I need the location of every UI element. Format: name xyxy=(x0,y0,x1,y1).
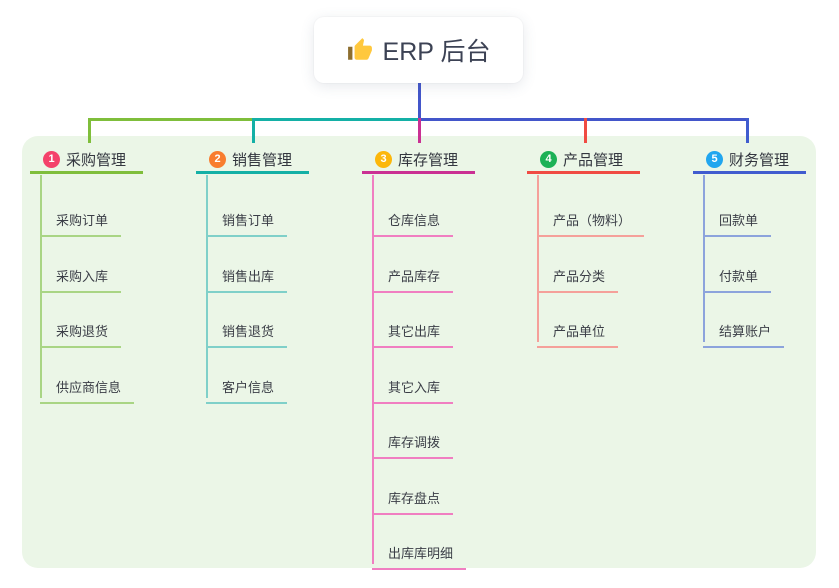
branch-trunk-line xyxy=(40,175,42,398)
child-node-label: 销售出库 xyxy=(222,268,275,284)
connector-line xyxy=(417,118,421,143)
connector-line xyxy=(87,118,91,143)
child-node[interactable]: 库存盘点 xyxy=(372,477,454,515)
child-node[interactable]: 仓库信息 xyxy=(372,199,454,237)
child-node-label: 产品分类 xyxy=(553,268,606,284)
child-node[interactable]: 其它出库 xyxy=(372,310,454,348)
child-node[interactable]: 销售订单 xyxy=(206,199,288,237)
branch-node-5[interactable]: 5 财务管理 xyxy=(693,147,806,174)
child-node[interactable]: 付款单 xyxy=(703,255,772,293)
child-node-label: 销售退货 xyxy=(222,324,275,339)
branch-node-3[interactable]: 3 库存管理 xyxy=(362,147,475,174)
child-node-label: 产品库存 xyxy=(388,268,441,284)
connector-line xyxy=(417,118,749,121)
child-node-label: 仓库信息 xyxy=(388,213,441,228)
root-node-label: ERP 后台 xyxy=(382,38,491,66)
branch-badge: 4 xyxy=(540,150,557,168)
branch-node-2[interactable]: 2 销售管理 xyxy=(196,147,309,174)
child-node-label: 采购入库 xyxy=(56,268,109,284)
branch-title-label: 库存管理 xyxy=(398,151,459,169)
root-connector-line xyxy=(417,83,421,118)
branch-node-1[interactable]: 1 采购管理 xyxy=(30,147,143,174)
child-node[interactable]: 出库库明细 xyxy=(372,532,467,570)
child-node-label: 供应商信息 xyxy=(56,379,122,395)
child-node[interactable]: 销售出库 xyxy=(206,255,288,293)
child-node-label: 库存调拨 xyxy=(388,435,441,450)
child-node[interactable]: 采购订单 xyxy=(40,199,122,237)
child-node[interactable]: 产品单位 xyxy=(537,310,619,348)
child-node[interactable]: 库存调拨 xyxy=(372,421,454,459)
child-node[interactable]: 其它入库 xyxy=(372,366,454,404)
thumbs-up-icon xyxy=(347,38,372,60)
child-node[interactable]: 销售退货 xyxy=(206,310,288,348)
child-node-label: 销售订单 xyxy=(222,213,275,228)
branch-trunk-line xyxy=(703,175,705,342)
child-node-label: 库存盘点 xyxy=(388,490,441,506)
branch-badge: 2 xyxy=(209,150,226,168)
child-node-label: 结算账户 xyxy=(719,324,772,339)
child-node-label: 出库库明细 xyxy=(388,546,454,561)
branch-title-label: 产品管理 xyxy=(563,151,624,169)
child-node-label: 产品（物料） xyxy=(553,213,632,228)
connector-line xyxy=(87,118,255,121)
child-node-label: 采购订单 xyxy=(56,213,109,228)
child-node[interactable]: 产品库存 xyxy=(372,255,454,293)
branch-trunk-line xyxy=(206,175,208,398)
branch-badge: 5 xyxy=(706,150,723,168)
child-node-label: 产品单位 xyxy=(553,324,606,339)
child-node[interactable]: 客户信息 xyxy=(206,366,288,404)
child-node[interactable]: 回款单 xyxy=(703,199,772,237)
connector-line xyxy=(251,118,255,143)
connector-line xyxy=(583,118,587,143)
branch-panel xyxy=(22,136,816,568)
branch-node-4[interactable]: 4 产品管理 xyxy=(527,147,640,174)
child-node[interactable]: 采购入库 xyxy=(40,255,122,293)
branch-title-label: 财务管理 xyxy=(729,151,790,169)
child-node[interactable]: 供应商信息 xyxy=(40,366,135,404)
branch-trunk-line xyxy=(372,175,374,564)
root-node-erp[interactable]: ERP 后台 xyxy=(314,17,523,83)
connector-line xyxy=(251,118,421,121)
child-node-label: 采购退货 xyxy=(56,324,109,339)
child-node-label: 客户信息 xyxy=(222,379,275,395)
child-node[interactable]: 产品分类 xyxy=(537,255,619,293)
child-node[interactable]: 采购退货 xyxy=(40,310,122,348)
child-node[interactable]: 产品（物料） xyxy=(537,199,645,237)
branch-title-label: 销售管理 xyxy=(232,151,293,169)
child-node-label: 回款单 xyxy=(719,213,759,228)
child-node[interactable]: 结算账户 xyxy=(703,310,785,348)
connector-line xyxy=(745,118,749,143)
branch-title-label: 采购管理 xyxy=(66,151,127,169)
branch-trunk-line xyxy=(537,175,539,342)
branch-badge: 1 xyxy=(43,150,60,168)
child-node-label: 其它出库 xyxy=(388,324,441,339)
child-node-label: 其它入库 xyxy=(388,379,441,395)
child-node-label: 付款单 xyxy=(719,268,759,284)
branch-badge: 3 xyxy=(375,150,392,168)
